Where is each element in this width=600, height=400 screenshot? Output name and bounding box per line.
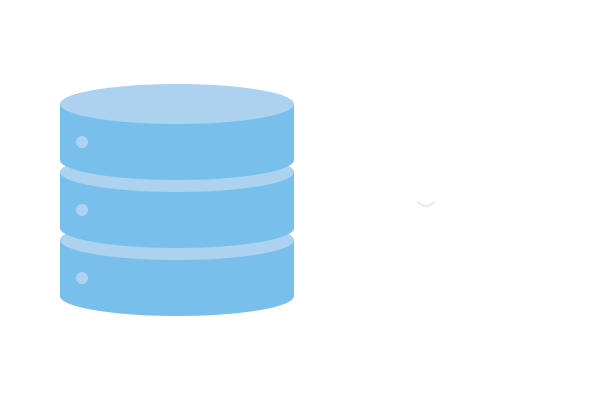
indicator-dot (76, 272, 88, 284)
faint-mark (417, 201, 435, 207)
indicator-dot (76, 136, 88, 148)
database-disk-top (60, 84, 294, 180)
indicator-dot (76, 204, 88, 216)
